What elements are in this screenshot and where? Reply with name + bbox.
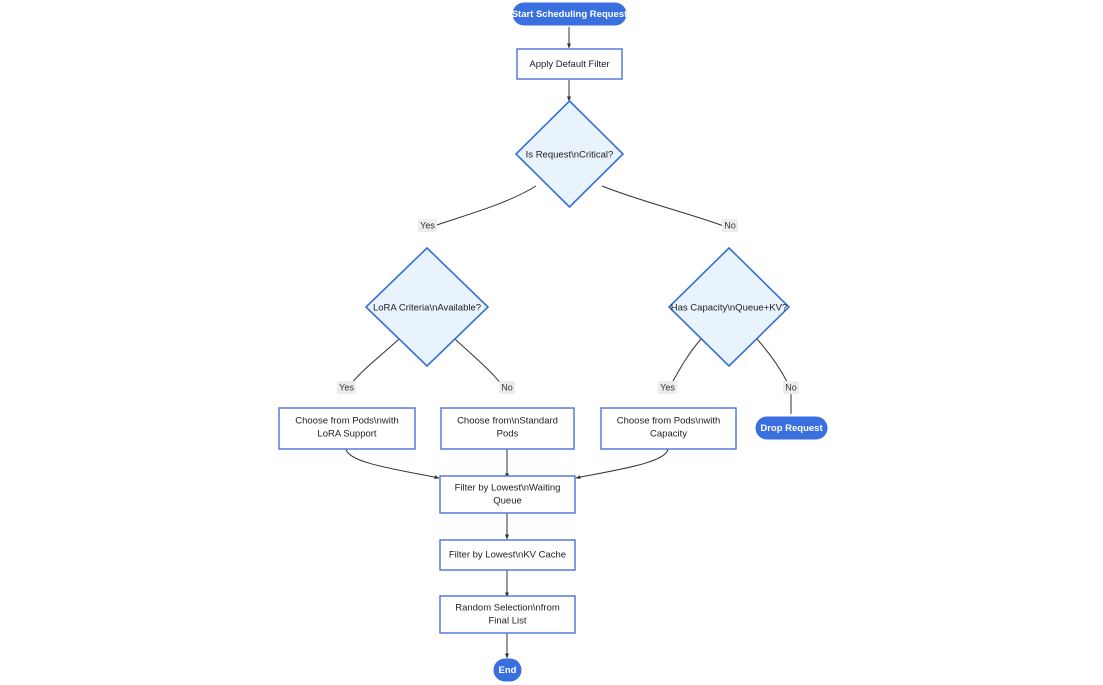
- node-filter-queue[interactable]: Filter by Lowest\nWaiting Queue: [439, 475, 576, 514]
- node-end-shape[interactable]: [493, 658, 522, 682]
- node-lora-criteria[interactable]: LoRA Criteria\nAvailable?: [364, 246, 490, 368]
- node-start[interactable]: Start Scheduling Request: [512, 2, 628, 26]
- node-apply-filter[interactable]: Apply Default Filter: [516, 48, 623, 80]
- edge-is-critical-yes: [427, 185, 537, 229]
- edge-label-lora-no: No: [499, 381, 515, 394]
- edge-label-lora-yes: Yes: [337, 381, 356, 394]
- edge-label-critical-no: No: [722, 219, 738, 232]
- node-filter-queue-label-line1: Filter by Lowest\nWaiting: [455, 483, 561, 494]
- node-filter-kv[interactable]: Filter by Lowest\nKV Cache: [439, 539, 576, 571]
- node-random-selection-label-line2: Final List: [488, 616, 526, 627]
- edge-lora-no: [454, 338, 507, 391]
- edge-is-critical-no: [601, 185, 730, 229]
- edge-label-capacity-yes-text: Yes: [660, 382, 675, 392]
- node-apply-filter-shape[interactable]: [516, 48, 623, 80]
- node-pods-lora[interactable]: Choose from Pods\nwith LoRA Support: [278, 407, 416, 450]
- node-random-selection[interactable]: Random Selection\nfrom Final List: [439, 595, 576, 634]
- node-start-shape[interactable]: [512, 2, 627, 26]
- node-pods-standard[interactable]: Choose from\nStandard Pods: [440, 407, 575, 450]
- node-drop-request-label: Drop Request: [760, 423, 823, 434]
- edge-label-lora-no-text: No: [501, 382, 513, 392]
- node-pods-standard-label-line2: Pods: [497, 429, 519, 440]
- node-filter-queue-label-line2: Queue: [493, 496, 522, 507]
- node-pods-standard-shape[interactable]: [440, 407, 575, 450]
- node-is-critical[interactable]: Is Request\nCritical?: [514, 99, 625, 209]
- edge-layer: [345, 27, 792, 659]
- edge-pods-lora-to-filter-queue: [345, 448, 440, 480]
- node-drop-request[interactable]: Drop Request: [755, 416, 828, 440]
- edge-label-critical-yes: Yes: [418, 219, 437, 232]
- node-start-label: Start Scheduling Request: [512, 9, 628, 20]
- node-has-capacity[interactable]: Has Capacity\nQueue+KV?: [667, 246, 791, 368]
- node-lora-criteria-shape[interactable]: [364, 246, 490, 368]
- node-pods-capacity-shape[interactable]: [600, 407, 737, 450]
- edge-pods-capacity-to-filter-queue: [575, 448, 669, 480]
- edge-label-lora-yes-text: Yes: [339, 382, 354, 392]
- node-has-capacity-label: Has Capacity\nQueue+KV?: [671, 303, 787, 314]
- edge-label-critical-yes-text: Yes: [420, 220, 435, 230]
- node-filter-kv-label: Filter by Lowest\nKV Cache: [449, 550, 566, 561]
- node-pods-lora-label-line2: LoRA Support: [317, 429, 377, 440]
- node-drop-request-shape[interactable]: [755, 416, 828, 440]
- node-lora-criteria-label: LoRA Criteria\nAvailable?: [373, 303, 481, 314]
- node-pods-capacity-label-line1: Choose from Pods\nwith: [617, 416, 721, 427]
- node-pods-standard-label-line1: Choose from\nStandard: [457, 416, 558, 427]
- node-pods-capacity[interactable]: Choose from Pods\nwith Capacity: [600, 407, 737, 450]
- edge-label-capacity-no-text: No: [785, 382, 797, 392]
- node-filter-kv-shape[interactable]: [439, 539, 576, 571]
- node-layer: Start Scheduling Request Apply Default F…: [278, 2, 828, 682]
- node-has-capacity-shape[interactable]: [667, 246, 791, 368]
- node-random-selection-label-line1: Random Selection\nfrom: [455, 603, 560, 614]
- node-apply-filter-label: Apply Default Filter: [529, 59, 609, 70]
- node-pods-capacity-label-line2: Capacity: [650, 429, 687, 440]
- node-is-critical-label: Is Request\nCritical?: [526, 150, 614, 161]
- node-end-label: End: [499, 665, 517, 676]
- edge-label-critical-no-text: No: [724, 220, 736, 230]
- node-pods-lora-label-line1: Choose from Pods\nwith: [295, 416, 399, 427]
- node-is-critical-shape[interactable]: [514, 99, 625, 209]
- node-pods-lora-shape[interactable]: [278, 407, 416, 450]
- edge-label-layer: Yes No Yes No Yes No: [337, 219, 799, 394]
- node-filter-queue-shape[interactable]: [439, 475, 576, 514]
- node-end[interactable]: End: [493, 658, 522, 682]
- node-random-selection-shape[interactable]: [439, 595, 576, 634]
- edge-label-capacity-no: No: [783, 381, 799, 394]
- edge-label-capacity-yes: Yes: [658, 381, 677, 394]
